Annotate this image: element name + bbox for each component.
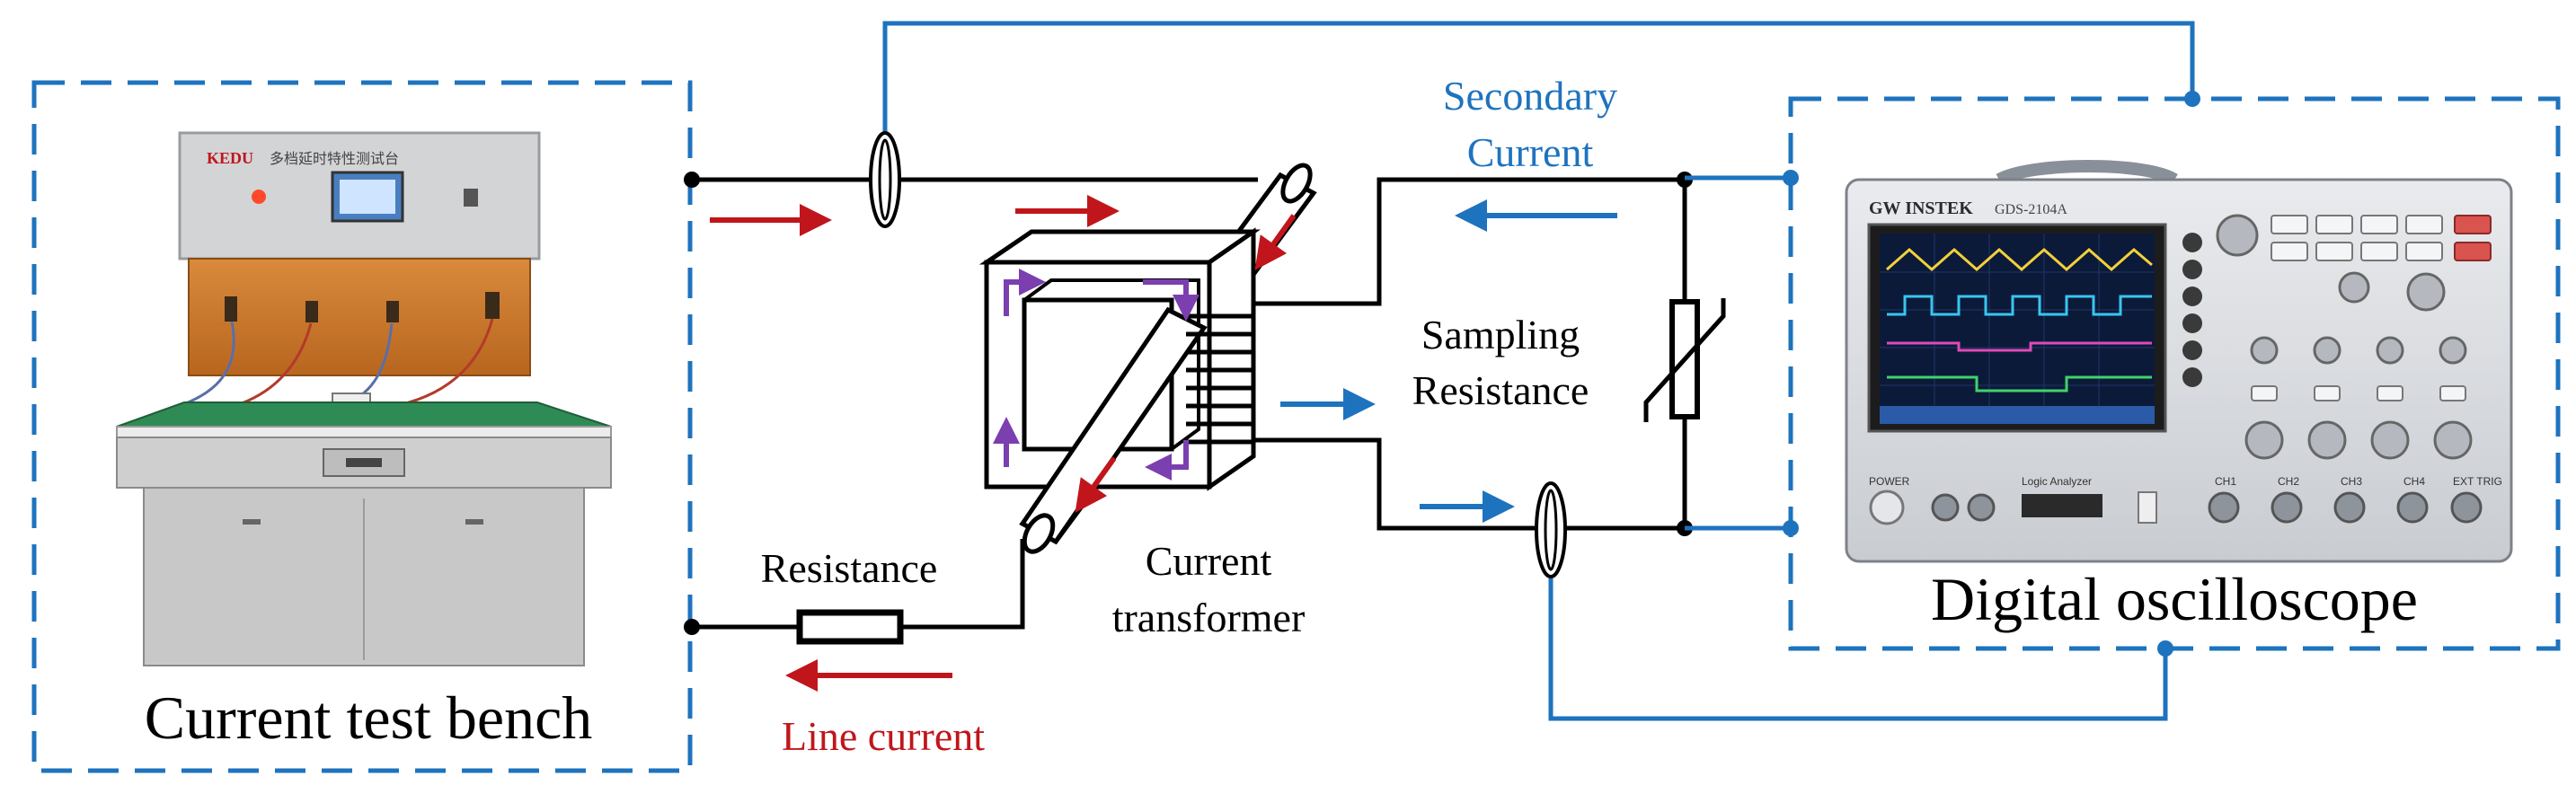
bnc-connector-icon — [2208, 491, 2240, 524]
primary-cable-front — [1019, 306, 1208, 545]
line-current-label: Line current — [782, 713, 985, 759]
scope-knob-icon — [2250, 336, 2279, 365]
scope-handle — [1996, 160, 2178, 186]
scope-trace-ch4 — [1887, 375, 2152, 393]
bench-brand-label: KEDU — [207, 149, 253, 167]
primary-bottom-wire-right — [900, 539, 1025, 630]
scope-knob-icon — [2307, 420, 2347, 460]
terminal-icon — [305, 301, 318, 322]
bnc-connector-icon — [2396, 491, 2429, 524]
primary-cable-end-top — [1280, 163, 1313, 204]
resistance-symbol — [796, 609, 904, 645]
bench-worktop-edge — [116, 426, 612, 438]
bench-return-terminal-icon — [684, 619, 700, 635]
scope-trace-ch1 — [1886, 248, 2153, 271]
scope-power-label: POWER — [1869, 475, 1910, 488]
scope-knob-icon — [2313, 336, 2341, 365]
secondary-circuit — [1253, 172, 1726, 536]
bench-caption: Current test bench — [145, 684, 593, 752]
terminal-icon — [225, 296, 237, 322]
sampling-resistance-label-line2: Resistance — [1412, 367, 1589, 413]
bench-switch-icon — [464, 189, 478, 207]
scope-knob-icon — [2370, 420, 2410, 460]
primary-circuit — [684, 172, 1258, 645]
scope-trace-ch3 — [1887, 341, 2152, 352]
ct-core-side-face — [1207, 227, 1256, 491]
scope-ch1-label: CH1 — [2215, 475, 2236, 488]
scope-logic-analyzer-label: Logic Analyzer — [2022, 475, 2092, 488]
scope-model-label: GDS-2104A — [1995, 202, 2067, 217]
scope-knob-icon — [2376, 336, 2404, 365]
scope-usb-port-icon — [2138, 491, 2157, 524]
scope-knob-icon — [2406, 272, 2446, 312]
scope-power-button[interactable] — [1869, 490, 1905, 525]
probe-1-cable — [882, 21, 2195, 178]
scope-ch2-label: CH2 — [2278, 475, 2299, 488]
cabinet-handle-icon — [465, 519, 483, 525]
sampling-resistance-varistor-mark — [1643, 298, 1726, 422]
bench-indicator-lamp-icon — [252, 190, 266, 204]
scope-caption: Digital oscilloscope — [1931, 565, 2418, 633]
scope-knob-icon — [2244, 420, 2284, 460]
bnc-connector-icon — [2333, 491, 2366, 524]
scope-ext-trig-label: EXT TRIG — [2453, 475, 2502, 488]
bnc-connector-icon — [2450, 491, 2483, 524]
resistance-label: Resistance — [761, 545, 938, 591]
secondary-top-wire — [1253, 177, 1687, 528]
scope-logic-analyzer-port — [2022, 494, 2102, 517]
scope-trace-ch2 — [1887, 295, 2152, 316]
drawer-handle-icon — [346, 458, 382, 467]
bench-terminal-panel — [188, 258, 531, 376]
scope-softkey-bar — [1880, 406, 2155, 424]
scope-variable-knob-icon — [2216, 214, 2259, 257]
bench-output-terminal-icon — [684, 172, 700, 188]
scope-brand-label: GW INSTEK — [1869, 198, 1973, 218]
terminal-icon — [485, 292, 500, 319]
probe-2-cable — [1548, 578, 2168, 721]
scope-ch4-label: CH4 — [2403, 475, 2425, 488]
flow-arrows — [710, 195, 1617, 692]
cable-current-arrow — [1254, 214, 1297, 270]
bnc-connector-icon — [2271, 491, 2303, 524]
scope-knob-icon — [2439, 336, 2467, 365]
cable-current-arrow — [1075, 456, 1117, 513]
terminal-icon — [386, 301, 399, 322]
secondary-current-label-line1: Secondary — [1443, 73, 1617, 119]
digital-oscilloscope: GW INSTEK GDS-2104A — [1845, 160, 2513, 563]
scope-screen — [1880, 234, 2155, 424]
ct-flux-arrows — [993, 269, 1199, 481]
scope-knob-icon — [2338, 271, 2370, 304]
cabinet-handle-icon — [243, 519, 261, 525]
bench-display-screen — [340, 180, 395, 214]
secondary-current-label-line2: Current — [1467, 129, 1594, 175]
scope-group-box — [1788, 96, 2561, 651]
current-probe-1-icon — [869, 131, 901, 228]
bench-worktop — [116, 401, 612, 428]
secondary-bottom-wire — [1253, 437, 1685, 531]
current-transformer-label-line2: transformer — [1112, 595, 1306, 640]
bench-group-box — [31, 80, 693, 773]
bench-panel-title: 多档延时特性测试台 — [270, 151, 399, 167]
current-test-bench: KEDU 多档延时特性测试台 — [116, 131, 612, 666]
primary-cable-end-bottom — [1022, 513, 1056, 554]
measurement-wiring — [869, 21, 2200, 721]
current-transformer — [978, 163, 1317, 554]
scope-ch3-label: CH3 — [2341, 475, 2362, 488]
current-transformer-label-line1: Current — [1146, 538, 1272, 584]
sampling-resistance-label-line1: Sampling — [1421, 312, 1580, 357]
current-probe-2-icon — [1535, 481, 1567, 578]
scope-knob-icon — [2433, 420, 2473, 460]
